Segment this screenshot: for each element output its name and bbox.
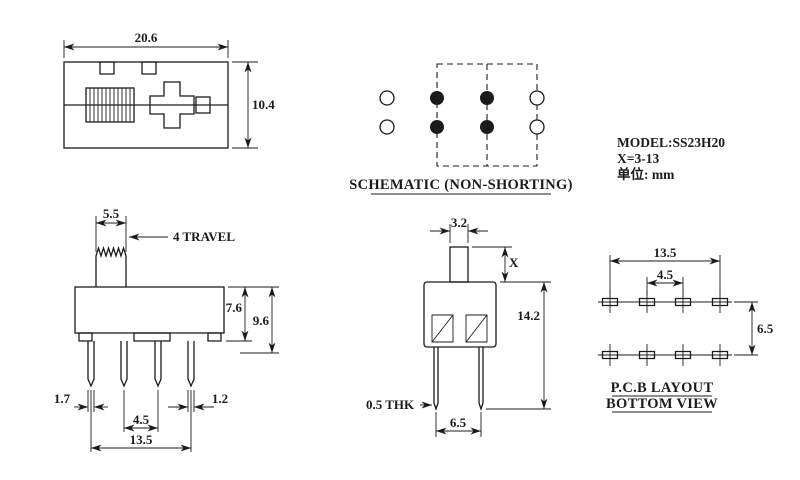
internal-contacts (431, 314, 488, 343)
inner-pin-span-label: 4.5 (133, 412, 150, 427)
switch-body (74, 286, 225, 334)
detent-block (195, 96, 211, 114)
pad-column-centerlines (609, 291, 721, 366)
knob-width-label: 5.5 (103, 206, 120, 221)
side-actuator (449, 246, 469, 283)
model-label: MODEL:SS23H20 (617, 135, 725, 150)
terminal-outer (379, 90, 395, 106)
pcb-layout: 13.5 4.5 6.5 P.C.B LAYOUT BOTTOM VIEW (598, 245, 774, 413)
pin-span-label: 6.5 (450, 415, 467, 430)
mounting-feet (78, 332, 222, 342)
terminal-pins (87, 341, 195, 388)
knob-serration-hatch (89, 88, 131, 122)
terminal-outer (529, 119, 545, 135)
travel-label: 4 TRAVEL (173, 229, 235, 244)
top-view-width-label: 20.6 (135, 30, 158, 45)
row-span-label: 6.5 (757, 321, 774, 336)
pcb-bottom-view-label: BOTTOM VIEW (606, 396, 718, 412)
terminal-common (480, 120, 494, 134)
extension-lines (63, 40, 258, 149)
actuator-height-label: X (509, 255, 519, 270)
total-height-label: 14.2 (517, 308, 540, 323)
height-with-feet-label: 9.6 (253, 313, 270, 328)
x-range-label: X=3-13 (617, 151, 659, 166)
front-view: 5.5 4 TRAVEL 7.6 9.6 1.7 1.2 4.5 13.5 (54, 206, 279, 452)
side-body (423, 281, 497, 348)
pcb-layout-title: P.C.B LAYOUT (611, 380, 714, 396)
outer-pin-span-label: 13.5 (130, 432, 153, 447)
top-view: 20.6 10.4 (63, 30, 275, 149)
schematic-caption: SCHEMATIC (NON-SHORTING) (349, 177, 573, 193)
cam-slot (149, 81, 195, 129)
side-view: 3.2 X 14.2 0.5 THK 6.5 (366, 215, 551, 437)
terminal-common (480, 91, 494, 105)
terminal-common (430, 120, 444, 134)
solder-pads (601, 297, 729, 360)
body-height-label: 7.6 (226, 300, 243, 315)
pin1-width-label: 1.7 (54, 391, 71, 406)
actuator-knob (95, 245, 127, 287)
terminal-common (430, 91, 444, 105)
terminal-outer (529, 90, 545, 106)
actuator-width-label: 3.2 (451, 215, 467, 230)
side-pins (433, 347, 484, 412)
schematic-view: SCHEMATIC (NON-SHORTING) (349, 63, 573, 195)
inner-pad-span-label: 4.5 (657, 267, 674, 282)
terminal-outer (379, 119, 395, 135)
outer-pad-span-label: 13.5 (654, 245, 677, 260)
pad-row-centerlines (598, 301, 732, 356)
top-view-height-label: 10.4 (252, 97, 275, 112)
pin4-width-label: 1.2 (212, 391, 228, 406)
unit-label: 单位: mm (617, 166, 675, 182)
extension-lines (87, 216, 279, 452)
model-info: MODEL:SS23H20 X=3-13 单位: mm (617, 135, 725, 182)
top-view-notches (99, 61, 157, 75)
pin-thickness-label: 0.5 THK (366, 397, 415, 412)
